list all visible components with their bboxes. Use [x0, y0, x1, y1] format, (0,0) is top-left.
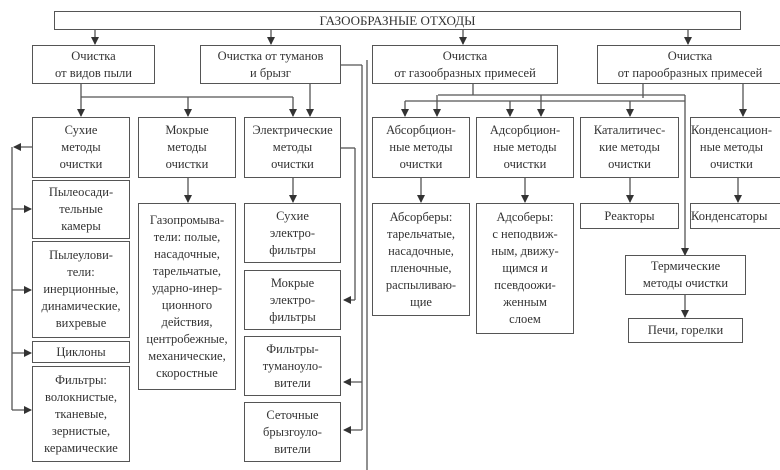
- category-dust: Очистка от видов пыли: [32, 45, 155, 84]
- equipment-mist-filters-label: Фильтры- туманоуло- вители: [262, 341, 323, 390]
- equipment-dust-catchers: Пылеулови- тели: инерционные, динамическ…: [32, 241, 130, 338]
- method-electric: Электрические методы очистки: [244, 117, 341, 178]
- equipment-condensers-label: Конденсаторы: [691, 208, 768, 223]
- method-dry-label: Сухие методы очистки: [59, 123, 103, 171]
- equipment-cyclones-label: Циклоны: [56, 344, 106, 359]
- equipment-adsorbers-label: Адсоберы: с неподвиж- ным, движу- щимся …: [491, 210, 559, 326]
- equipment-gas-washers: Газопромыва- тели: полые, насадочные, та…: [138, 203, 236, 390]
- category-vapor: Очистка от парообразных примесей: [597, 45, 780, 84]
- method-thermal-label: Термические методы очистки: [642, 259, 729, 290]
- category-mist: Очистка от туманов и брызг: [200, 45, 341, 84]
- equipment-reactors: Реакторы: [580, 203, 679, 229]
- equipment-mist-filters: Фильтры- туманоуло- вители: [244, 336, 341, 396]
- equipment-condensers: Конденсаторы: [690, 203, 780, 229]
- method-catalytic: Каталитичес- кие методы очистки: [580, 117, 679, 178]
- method-thermal: Термические методы очистки: [625, 255, 746, 295]
- category-gas: Очистка от газообразных примесей: [372, 45, 558, 84]
- category-mist-label: Очистка от туманов и брызг: [217, 48, 324, 80]
- equipment-absorbers-label: Абсорберы: тарельчатые, насадочные, плен…: [385, 209, 457, 309]
- equipment-mesh-catchers: Сеточные брызгоуло- вители: [244, 402, 341, 462]
- method-catalytic-label: Каталитичес- кие методы очистки: [593, 123, 666, 171]
- equipment-reactors-label: Реакторы: [604, 208, 655, 223]
- method-adsorption: Адсорбцион- ные методы очистки: [476, 117, 574, 178]
- equipment-dust-chambers: Пылеосади- тельные камеры: [32, 180, 130, 239]
- equipment-dry-electrofilters-label: Сухие электро- фильтры: [269, 208, 316, 257]
- equipment-filters: Фильтры: волокнистые, тканевые, зернисты…: [32, 366, 130, 462]
- equipment-dust-catchers-label: Пылеулови- тели: инерционные, динамическ…: [41, 248, 121, 330]
- method-wet-label: Мокрые методы очистки: [165, 123, 209, 171]
- equipment-gas-washers-label: Газопромыва- тели: полые, насадочные, та…: [146, 212, 228, 380]
- equipment-wet-electrofilters: Мокрые электро- фильтры: [244, 270, 341, 330]
- method-absorption-label: Абсорбцион- ные методы очистки: [386, 123, 456, 171]
- equipment-furnaces: Печи, горелки: [628, 318, 743, 343]
- method-dry: Сухие методы очистки: [32, 117, 130, 178]
- equipment-filters-label: Фильтры: волокнистые, тканевые, зернисты…: [44, 372, 118, 455]
- root-node: ГАЗООБРАЗНЫЕ ОТХОДЫ: [54, 11, 741, 30]
- equipment-mesh-catchers-label: Сеточные брызгоуло- вители: [263, 407, 322, 456]
- equipment-wet-electrofilters-label: Мокрые электро- фильтры: [269, 275, 316, 324]
- equipment-dry-electrofilters: Сухие электро- фильтры: [244, 203, 341, 263]
- equipment-cyclones: Циклоны: [32, 341, 130, 363]
- method-wet: Мокрые методы очистки: [138, 117, 236, 178]
- method-electric-label: Электрические методы очистки: [252, 123, 333, 171]
- category-vapor-label: Очистка от парообразных примесей: [617, 48, 763, 80]
- category-gas-label: Очистка от газообразных примесей: [394, 48, 536, 80]
- method-condensation-label: Конденсацион- ные методы очистки: [691, 123, 772, 171]
- root-label: ГАЗООБРАЗНЫЕ ОТХОДЫ: [319, 13, 476, 28]
- category-dust-label: Очистка от видов пыли: [55, 48, 132, 80]
- equipment-furnaces-label: Печи, горелки: [647, 323, 724, 337]
- method-condensation: Конденсацион- ные методы очистки: [690, 117, 780, 178]
- equipment-dust-chambers-label: Пылеосади- тельные камеры: [48, 185, 114, 233]
- method-absorption: Абсорбцион- ные методы очистки: [372, 117, 470, 178]
- equipment-adsorbers: Адсоберы: с неподвиж- ным, движу- щимся …: [476, 203, 574, 334]
- equipment-absorbers: Абсорберы: тарельчатые, насадочные, плен…: [372, 203, 470, 316]
- method-adsorption-label: Адсорбцион- ные методы очистки: [489, 123, 561, 171]
